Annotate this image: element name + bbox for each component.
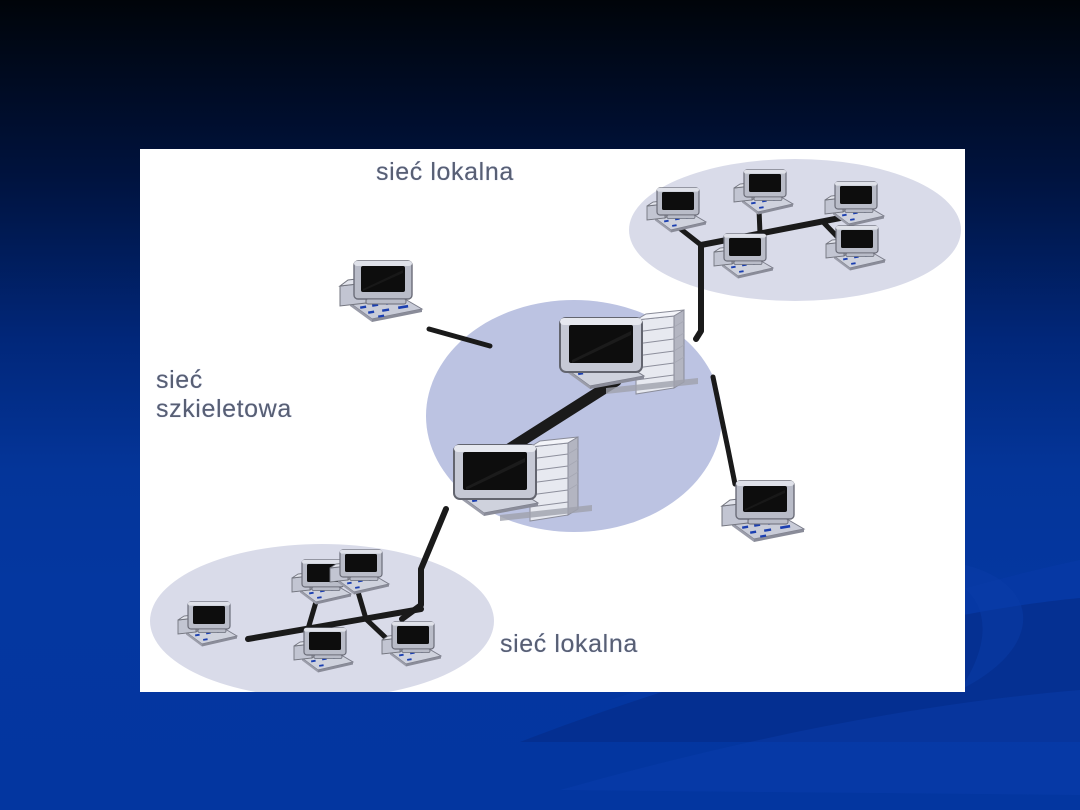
- network-topology-diagram: [150, 159, 961, 692]
- label-lan-top: sieć lokalna: [376, 158, 514, 186]
- link-backbone-router-a-to-b: [492, 375, 622, 462]
- label-backbone: sieć szkieletowa: [156, 366, 292, 423]
- backbone-router-a: [559, 309, 699, 395]
- backbone-router-b: [453, 436, 593, 522]
- label-lan-bottom: sieć lokalna: [500, 630, 638, 658]
- diagram-image-panel: sieć lokalna sieć szkieletowa sieć lokal…: [140, 149, 965, 692]
- link-backbone-to-host-lower-right: [710, 374, 738, 487]
- host-lower-right-workstation: [721, 480, 805, 543]
- link-lan-top-to-backbone: [693, 242, 704, 342]
- link-host-upper-left-to-backbone: [426, 326, 493, 349]
- lan-bottom-bus-trunk: [245, 606, 424, 642]
- lan-zone-top-right-ellipse: [629, 159, 961, 301]
- host-upper-left-workstation: [339, 260, 423, 323]
